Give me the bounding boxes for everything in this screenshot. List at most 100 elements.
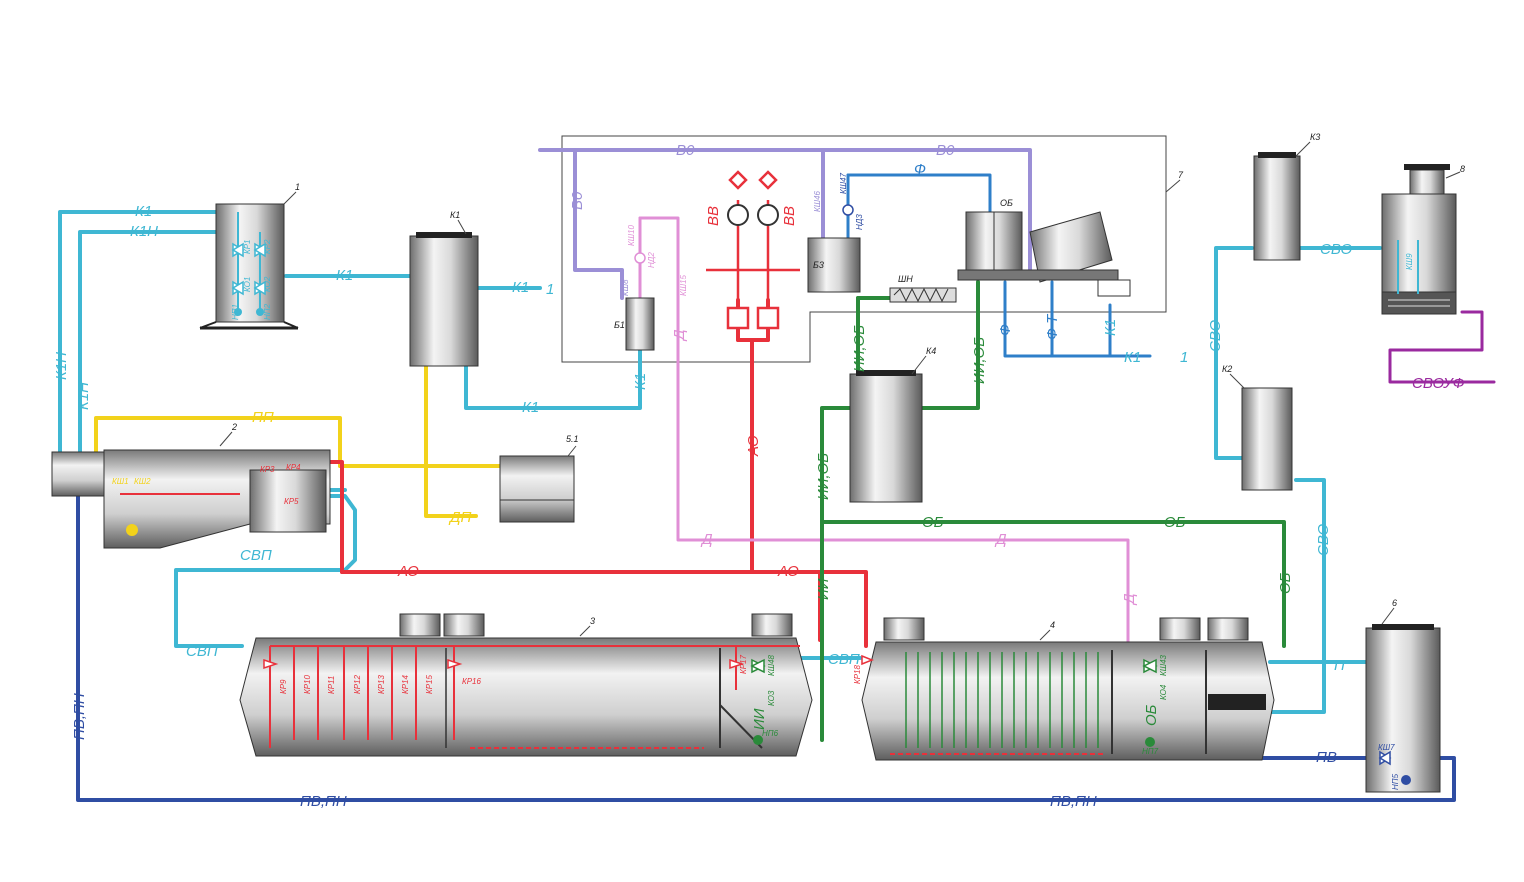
label-ii-b: ИИ <box>751 708 768 730</box>
pipe-labels-ob: ИИ,ОБ ИИ,ОБ ИИ,ОБ ИИ ИИ ОБ ОБ ОБ ОБ <box>751 325 1294 730</box>
valve-labels-cyan: КР1 КР2 КО1 КО2 НП1 НП2 КШ9 <box>231 239 1414 320</box>
label-p: П <box>1334 657 1345 674</box>
valve-ksh47: КШ47 <box>839 172 848 194</box>
tank-k3-label: К3 <box>1310 132 1320 142</box>
label-pvpn-a: ПВ,ПН <box>300 793 347 810</box>
valve-kr18: КР18 <box>853 665 862 685</box>
tank-b1 <box>625 297 655 351</box>
valve-ksh48: КШ48 <box>767 654 776 676</box>
valve-np6: НП6 <box>762 729 779 738</box>
valve-kr5: КР5 <box>284 497 299 506</box>
pipe-labels-svouf: СВОУФ <box>1412 375 1465 392</box>
valve-ksh7: КШ7 <box>1378 743 1395 752</box>
label-ob-b: ОБ <box>1164 514 1186 531</box>
label-k1n-v1: К1Н <box>53 352 70 380</box>
label-ao-v: АО <box>745 435 762 457</box>
valve-kr11: КР11 <box>327 676 336 694</box>
label-k1-in: К1 <box>512 279 529 296</box>
valve-ko4: КО4 <box>1159 684 1168 700</box>
valve-ko1: КО1 <box>243 277 252 292</box>
tank-5-1 <box>499 445 577 523</box>
label-k1-out: К1 <box>1124 349 1141 366</box>
tank-b3 <box>807 237 861 293</box>
valve-kr3: КР3 <box>260 465 275 474</box>
label-k1-vert: К1 <box>1102 319 1119 336</box>
valve-ksh43: КШ43 <box>1159 654 1168 676</box>
label-svp-c: СВП <box>828 651 860 668</box>
tank-1 <box>199 191 299 330</box>
tank-2-number: 2 <box>231 422 237 432</box>
valve-kr15: КР15 <box>425 675 434 695</box>
label-vo-v: В0 <box>569 191 586 210</box>
label-vv-2: ВВ <box>781 206 798 226</box>
pipe-labels-pv: ПВ,ПН ПВ,ПН ПВ,ПН ПВ <box>71 693 1337 810</box>
valve-kr2: КР2 <box>263 239 272 254</box>
filter-assembly <box>706 170 800 330</box>
label-f-v1: Ф <box>997 324 1014 336</box>
tank-3-number: 3 <box>590 616 595 626</box>
pipe-labels-k1: К1 К1Н К1 К1 1 К1 К1 1 К1 К1 К1Н К1Н СВП… <box>53 203 1353 674</box>
valve-ko3-ksh48: КО3 <box>767 690 776 706</box>
tank-k1 <box>409 219 479 367</box>
valve-ksh9: КШ9 <box>1405 253 1414 270</box>
label-svp-a: СВП <box>240 547 272 564</box>
tank-1-number: 1 <box>295 182 300 192</box>
valve-ksh1: КШ1 <box>112 477 129 486</box>
label-iob-b: ИИ,ОБ <box>971 337 988 384</box>
label-d-v2: Д <box>1121 593 1138 606</box>
pump-np7 <box>1145 737 1155 747</box>
label-svo-b: СВО <box>1207 319 1224 352</box>
label-ii: ИИ <box>815 578 832 600</box>
screw-conveyor-label: ШН <box>898 274 913 284</box>
valve-kr16: КР16 <box>462 677 482 686</box>
valve-np7: НП7 <box>1142 747 1159 756</box>
tank-8-number: 8 <box>1460 164 1465 174</box>
label-k1-d: К1 <box>632 373 649 390</box>
label-iob-a: ИИ,ОБ <box>851 325 868 372</box>
label-dp: ДП <box>448 509 472 526</box>
pipe-vo <box>538 148 1032 300</box>
label-vo-b: В0 <box>936 142 955 159</box>
label-k1-out-ref: 1 <box>1180 349 1188 366</box>
tank-k3 <box>1253 141 1311 261</box>
tank-k2 <box>1229 373 1293 491</box>
tank-4-number: 4 <box>1050 620 1055 630</box>
tank-4 <box>861 617 1275 761</box>
valve-np2: НП2 <box>263 303 272 320</box>
valve-labels-yellow: КШ1 КШ2 <box>112 477 151 486</box>
valve-kr10: КР10 <box>303 675 312 695</box>
pump-np6 <box>753 735 763 745</box>
screw-conveyor <box>889 287 957 303</box>
valve-kr9: КР9 <box>279 679 288 694</box>
label-svo-c: СВО <box>1315 523 1332 556</box>
valve-nd2: НД2 <box>647 252 656 268</box>
label-ob-v: ОБ <box>1277 572 1294 594</box>
valve-labels-blue: КШ7 НП5 КШ47 НД3 <box>839 172 1400 790</box>
pipe-svouf <box>1388 310 1496 384</box>
tank-b3-label: Б3 <box>813 260 824 270</box>
label-svo-a: СВО <box>1320 241 1353 258</box>
label-ob-a: ОБ <box>922 514 944 531</box>
valve-np5: НП5 <box>1391 773 1400 790</box>
tank-6 <box>1365 607 1441 793</box>
label-k1-a: К1 <box>135 203 152 220</box>
label-ao-a: АО <box>397 563 419 580</box>
valve-ko2: КО2 <box>263 276 272 292</box>
tank-3 <box>239 613 813 757</box>
label-pvpn-v: ПВ,ПН <box>71 693 88 740</box>
label-ob-c: ОБ <box>1143 704 1160 726</box>
valve-kr13: КР13 <box>377 675 386 695</box>
valve-labels-pink: КШ10 НД2 КШ15 <box>627 224 688 296</box>
valve-kr4: КР4 <box>286 463 301 472</box>
label-d-b: Д <box>994 531 1007 548</box>
valve-ksh10: КШ10 <box>627 224 636 246</box>
valve-ksh15: КШ15 <box>679 274 688 296</box>
label-f-v2: Ф Т <box>1044 313 1061 340</box>
label-pp: ПП <box>252 409 274 426</box>
valve-kr12: КР12 <box>353 675 362 695</box>
pipe-labels-pp: ПП ДП <box>252 409 472 526</box>
valve-symbols <box>231 204 1392 766</box>
label-k1-b: К1 <box>336 267 353 284</box>
label-svp-b: СВП <box>186 643 218 660</box>
